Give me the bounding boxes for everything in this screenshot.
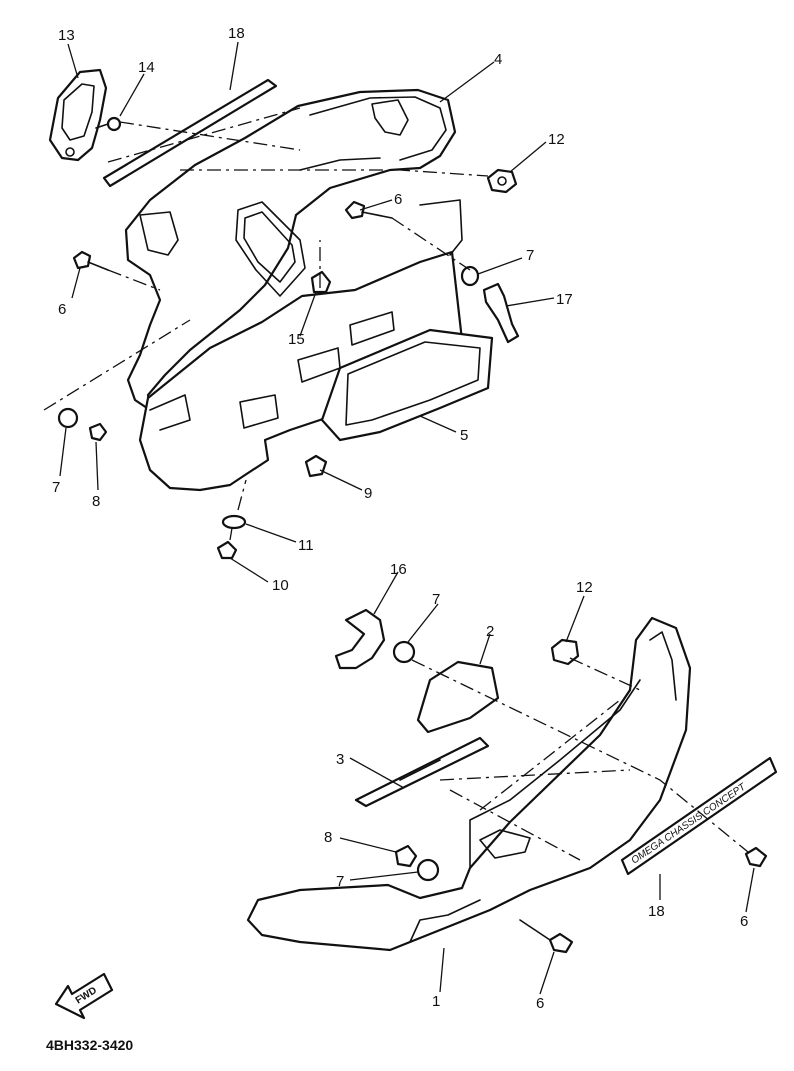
callout-6-upper-right: 6: [394, 191, 402, 208]
bolt-part-6-upper-right: [344, 200, 393, 220]
side-panel-part-5: [138, 199, 464, 492]
callout-8-upper: 8: [92, 493, 100, 510]
vent-plate-part-5: [320, 328, 494, 442]
bolt-part-6-upper-left: [72, 250, 109, 271]
bracket-part-16: [334, 608, 386, 670]
callout-14: 14: [138, 59, 155, 76]
emblem-strip-part-18-upper: [102, 78, 278, 188]
callout-7-lower-top: 7: [432, 591, 440, 608]
callout-1: 1: [432, 993, 440, 1010]
callout-18-lower: 18: [648, 903, 665, 920]
callout-17: 17: [556, 291, 573, 308]
callout-7-upper-left: 7: [52, 479, 60, 496]
callout-labels: 13 14 18 4 12 6 7 17 6 15 5 7 8 9 11 10 …: [52, 25, 748, 1012]
nut-part-12-upper: [486, 168, 518, 194]
fwd-arrow-icon: FWD: [54, 972, 114, 1020]
callout-5: 5: [460, 427, 468, 444]
grommet-part-7-lower-bottom: [416, 858, 440, 882]
callout-2: 2: [486, 623, 494, 640]
leader-lines: [59, 41, 755, 995]
callout-8-lower: 8: [324, 829, 332, 846]
callout-6-upper-left: 6: [58, 301, 66, 318]
grommet-part-7-upper-left: [57, 407, 79, 429]
under-cowl-part-1: [246, 616, 692, 952]
bar-part-3: [354, 736, 490, 808]
upper-assembly-lines: [43, 107, 489, 541]
bolt-part-6-lower-right: [744, 846, 768, 868]
grommet-part-7-lower-top: [392, 640, 416, 664]
callout-12-upper: 12: [548, 131, 565, 148]
clip-part-15: [310, 270, 332, 294]
clip-part-17: [482, 282, 520, 344]
callout-15: 15: [288, 331, 305, 348]
fastener-part-9: [304, 454, 328, 478]
rivet-part-8-lower: [394, 844, 418, 868]
heat-shield-part-2: [416, 660, 500, 734]
callout-16: 16: [390, 561, 407, 578]
washer-part-11: [221, 514, 247, 530]
callout-6-lower-right: 6: [740, 913, 748, 930]
callout-13: 13: [58, 27, 75, 44]
callout-7-upper-right: 7: [526, 247, 534, 264]
callout-6-lower-bottom: 6: [536, 995, 544, 1012]
screw-part-14: [95, 116, 122, 132]
callout-9: 9: [364, 485, 372, 502]
rivet-part-8-upper: [88, 422, 108, 442]
bolt-part-6-lower-bottom: [519, 919, 574, 954]
part-code: 4BH332-3420: [46, 1037, 133, 1053]
grommet-part-7-upper-right: [460, 265, 480, 287]
callout-7-lower-bottom: 7: [336, 873, 344, 890]
screw-part-10: [216, 540, 238, 560]
callout-10: 10: [272, 577, 289, 594]
lower-assembly-lines: [411, 657, 749, 861]
callout-12-lower: 12: [576, 579, 593, 596]
bracket-part-13: [48, 68, 108, 162]
callout-11: 11: [298, 537, 314, 554]
callout-4: 4: [494, 51, 502, 68]
callout-3: 3: [336, 751, 344, 768]
callout-18-upper: 18: [228, 25, 245, 42]
